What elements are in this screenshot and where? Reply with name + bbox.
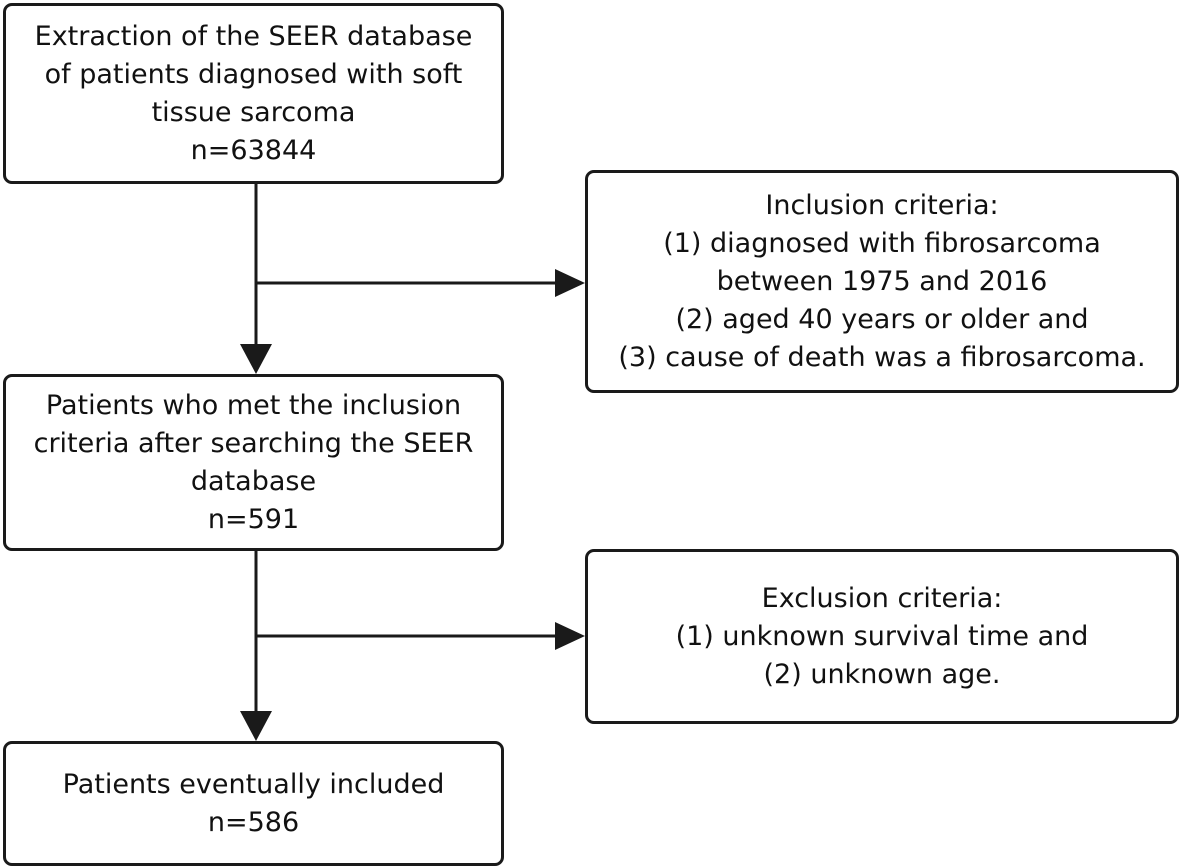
inclusion-criterion: (2) aged 40 years or older and [675,303,1089,335]
final-text-line: Patients eventually included [62,768,445,800]
exclusion-criterion: (1) unknown survival time and [675,620,1089,652]
final-count: n=586 [207,806,300,838]
extraction-text-line: Extraction of the SEER database [34,20,473,52]
extraction-count: n=63844 [190,134,317,166]
exclusion-criteria-box: Exclusion criteria: (1) unknown survival… [585,549,1179,724]
arrowhead-right-exclusion [555,622,585,650]
met-criteria-box: Patients who met the inclusion criteria … [3,374,504,551]
inclusion-criterion: (1) diagnosed with fibrosarcoma [663,227,1101,259]
inclusion-criterion: between 1975 and 2016 [716,265,1048,297]
inclusion-criteria-box: Inclusion criteria: (1) diagnosed with f… [585,170,1179,393]
extraction-text-line: tissue sarcoma [151,96,356,128]
exclusion-criterion: (2) unknown age. [763,658,1001,690]
arrowhead-down-final [240,711,272,741]
arrowhead-down-met [240,344,272,374]
met-count: n=591 [207,503,300,535]
inclusion-criterion: (3) cause of death was a fibrosarcoma. [618,341,1146,373]
met-text-line: database [190,465,317,497]
exclusion-heading: Exclusion criteria: [761,582,1003,614]
extraction-box: Extraction of the SEER database of patie… [3,3,504,184]
arrowhead-right-inclusion [555,269,585,297]
met-text-line: criteria after searching the SEER [33,427,474,459]
extraction-text-line: of patients diagnosed with soft [44,58,463,90]
met-text-line: Patients who met the inclusion [45,389,462,421]
final-included-box: Patients eventually included n=586 [3,741,504,866]
inclusion-heading: Inclusion criteria: [765,189,999,221]
